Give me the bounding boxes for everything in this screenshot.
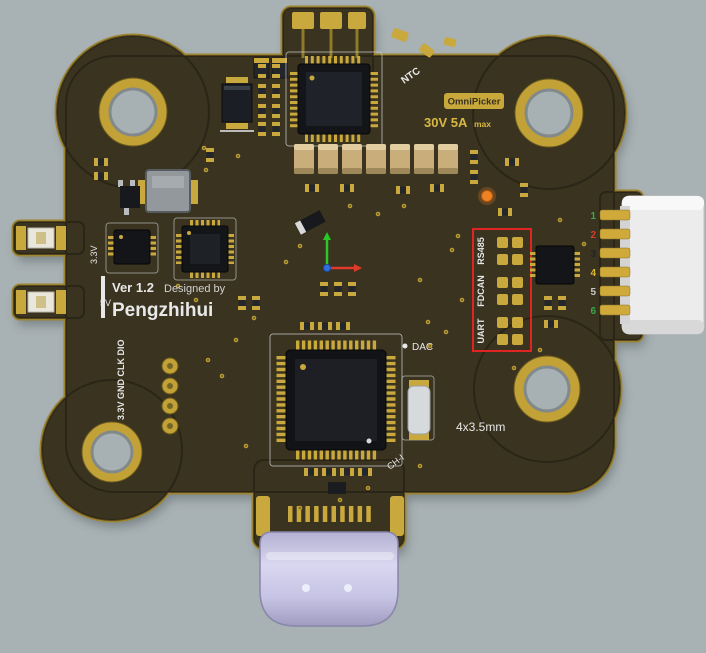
mounting-hole-top-left [98,77,168,147]
power-ic [285,51,383,147]
bus-label-uart: UART [476,318,486,343]
version-label: Ver 1.2 [112,280,154,295]
power-inductor [138,169,198,213]
axis-origin-marker [323,232,362,272]
pin-number-2: 2 [590,230,596,241]
omnipicker-badge: OmniPicker [444,93,504,109]
top-edge-pads [292,12,366,58]
capacitor-bank [294,144,458,174]
v33-label: 3.3V [89,245,99,264]
designed-by-label: Designed by [164,283,226,295]
edge-pads-near-ntc [391,28,457,58]
author-label: Pengzhihui [112,300,213,321]
pin-number-5: 5 [590,287,596,298]
mounting-label: 4x3.5mm [456,420,505,434]
jst-connector [599,195,705,335]
mounting-hole-top-right [514,78,584,148]
rating-max-label: max [474,119,491,129]
ldo-regulator [105,222,159,274]
bus-label-fdcan: FDCAN [476,275,486,307]
usb-c-connector [256,496,404,627]
pin-number-6: 6 [590,306,596,317]
red-highlight-box [472,228,532,352]
side-led-1 [16,226,66,250]
v5-label: 5V [100,298,111,308]
mounting-hole-bottom-right [513,355,581,423]
pin-number-1: 1 [590,211,596,222]
mcu-chip [269,333,403,467]
debug-header-label: 3.3V GND CLK DIO [116,339,126,420]
driver-ic [220,77,254,132]
pin-number-4: 4 [590,268,596,279]
dac-label: DAC [412,342,433,353]
crystal-oscillator [401,375,435,441]
dac-marker: DAC [402,342,433,353]
rating-label: 30V 5A [424,115,468,130]
status-led [478,187,496,205]
omnipicker-label: OmniPicker [448,97,501,108]
bus-label-rs485: RS485 [476,237,486,265]
transceiver-ic [530,245,580,285]
diagonal-component [294,210,326,235]
bus-pad-groups [497,237,523,345]
version-block: Ver 1.2 Designed by Pengzhihui [101,276,226,321]
debug-pads [161,357,179,435]
sot23-transistor [118,180,140,215]
mounting-hole-bottom-left [81,421,143,483]
qfn-ic-left [173,217,237,281]
passives-below-mcu [304,468,372,494]
pin-number-3: 3 [590,249,596,260]
side-led-2 [16,290,66,314]
connector-pin-numbers: 1 2 3 4 5 6 [590,211,596,317]
